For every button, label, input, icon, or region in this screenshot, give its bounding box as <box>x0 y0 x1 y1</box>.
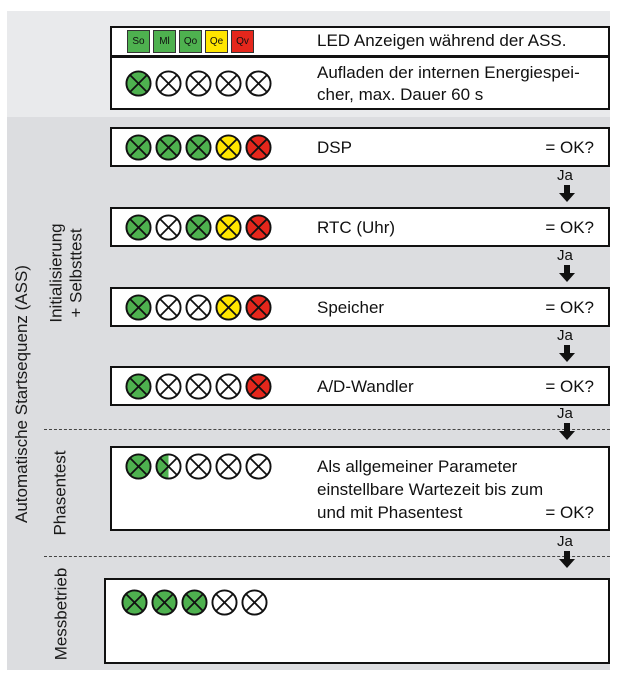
led-green-icon <box>125 373 152 400</box>
phase-led-row <box>125 453 272 480</box>
phase-text-line1: Als allgemeiner Parameter <box>317 457 518 476</box>
speicher-led-row <box>125 294 272 321</box>
ja-label: Ja <box>557 533 573 550</box>
led-green-icon <box>185 214 212 241</box>
down-arrow-icon <box>559 551 575 568</box>
charging-led-row <box>125 70 272 97</box>
led-code-ml: Ml <box>153 30 176 53</box>
led-off-icon <box>241 589 268 616</box>
step-label: RTC (Uhr) <box>317 218 396 237</box>
step-label: DSP <box>317 138 352 157</box>
led-red-icon <box>245 294 272 321</box>
led-green-icon <box>125 70 152 97</box>
label-measurement: Messbetrieb <box>51 567 71 660</box>
led-green-icon <box>125 134 152 161</box>
charging-text-line2: cher, max. Dauer 60 s <box>317 85 484 104</box>
led-green-icon <box>125 453 152 480</box>
led-off-icon <box>215 70 242 97</box>
label-initialisation: Initialisierung + Selbsttest <box>47 223 87 323</box>
led-off-icon <box>155 294 182 321</box>
ja-label: Ja <box>557 167 573 184</box>
ja-label: Ja <box>557 327 573 344</box>
led-off-icon <box>245 70 272 97</box>
led-half-green-icon <box>155 453 182 480</box>
separator-phase-measure <box>44 556 610 557</box>
ja-label: Ja <box>557 405 573 422</box>
led-code-list: So Ml Qo Qe Qv <box>127 30 254 53</box>
led-code-qe: Qe <box>205 30 228 53</box>
led-off-icon <box>155 373 182 400</box>
measurement-led-row <box>121 589 268 616</box>
step-dsp: DSP = OK? <box>110 127 610 167</box>
down-arrow-icon <box>559 423 575 440</box>
led-green-icon <box>151 589 178 616</box>
led-off-icon <box>211 589 238 616</box>
led-code-qv: Qv <box>231 30 254 53</box>
separator-init-phase <box>44 429 610 430</box>
led-off-icon <box>185 373 212 400</box>
charging-text-line1: Aufladen der internen Energiespei- <box>317 63 580 82</box>
step-speicher: Speicher = OK? <box>110 287 610 327</box>
down-arrow-icon <box>559 265 575 282</box>
rtc-led-row <box>125 214 272 241</box>
led-off-icon <box>155 214 182 241</box>
step-rtc: RTC (Uhr) = OK? <box>110 207 610 247</box>
led-red-icon <box>245 134 272 161</box>
ok-check-label: = OK? <box>545 377 594 396</box>
led-off-icon <box>245 453 272 480</box>
led-off-icon <box>185 294 212 321</box>
legend-box: So Ml Qo Qe Qv LED Anzeigen während der … <box>110 26 610 57</box>
phase-text-line3: und mit Phasentest <box>317 503 463 522</box>
led-code-qo: Qo <box>179 30 202 53</box>
led-green-icon <box>125 294 152 321</box>
ad-wandler-led-row <box>125 373 272 400</box>
ok-check-label: = OK? <box>545 298 594 317</box>
measurement-box <box>104 578 610 664</box>
ja-label: Ja <box>557 247 573 264</box>
step-label: Speicher <box>317 298 385 317</box>
led-green-icon <box>125 214 152 241</box>
legend-text: LED Anzeigen während der ASS. <box>317 31 567 50</box>
led-off-icon <box>215 373 242 400</box>
step-ad-wandler: A/D-Wandler = OK? <box>110 366 610 406</box>
down-arrow-icon <box>559 185 575 202</box>
step-label: A/D-Wandler <box>317 377 414 396</box>
led-green-icon <box>121 589 148 616</box>
ok-check-label: = OK? <box>545 218 594 237</box>
led-off-icon <box>215 453 242 480</box>
charging-box: Aufladen der internen Energiespei- cher,… <box>110 56 610 110</box>
ok-check-label: = OK? <box>545 138 594 157</box>
led-green-icon <box>181 589 208 616</box>
ok-check-label: = OK? <box>545 503 594 522</box>
dsp-led-row <box>125 134 272 161</box>
led-red-icon <box>245 214 272 241</box>
led-off-icon <box>185 70 212 97</box>
label-automatic-start-sequence: Automatische Startsequenz (ASS) <box>12 264 31 523</box>
led-green-icon <box>155 134 182 161</box>
phase-text-line2: einstellbare Wartezeit bis zum <box>317 480 544 499</box>
led-code-so: So <box>127 30 150 53</box>
label-phase-test: Phasentest <box>51 450 70 536</box>
led-yellow-icon <box>215 214 242 241</box>
step-phase-test: Als allgemeiner Parameter einstellbare W… <box>110 446 610 531</box>
led-yellow-icon <box>215 294 242 321</box>
led-green-icon <box>185 134 212 161</box>
led-off-icon <box>185 453 212 480</box>
led-red-icon <box>245 373 272 400</box>
down-arrow-icon <box>559 345 575 362</box>
led-yellow-icon <box>215 134 242 161</box>
led-off-icon <box>155 70 182 97</box>
